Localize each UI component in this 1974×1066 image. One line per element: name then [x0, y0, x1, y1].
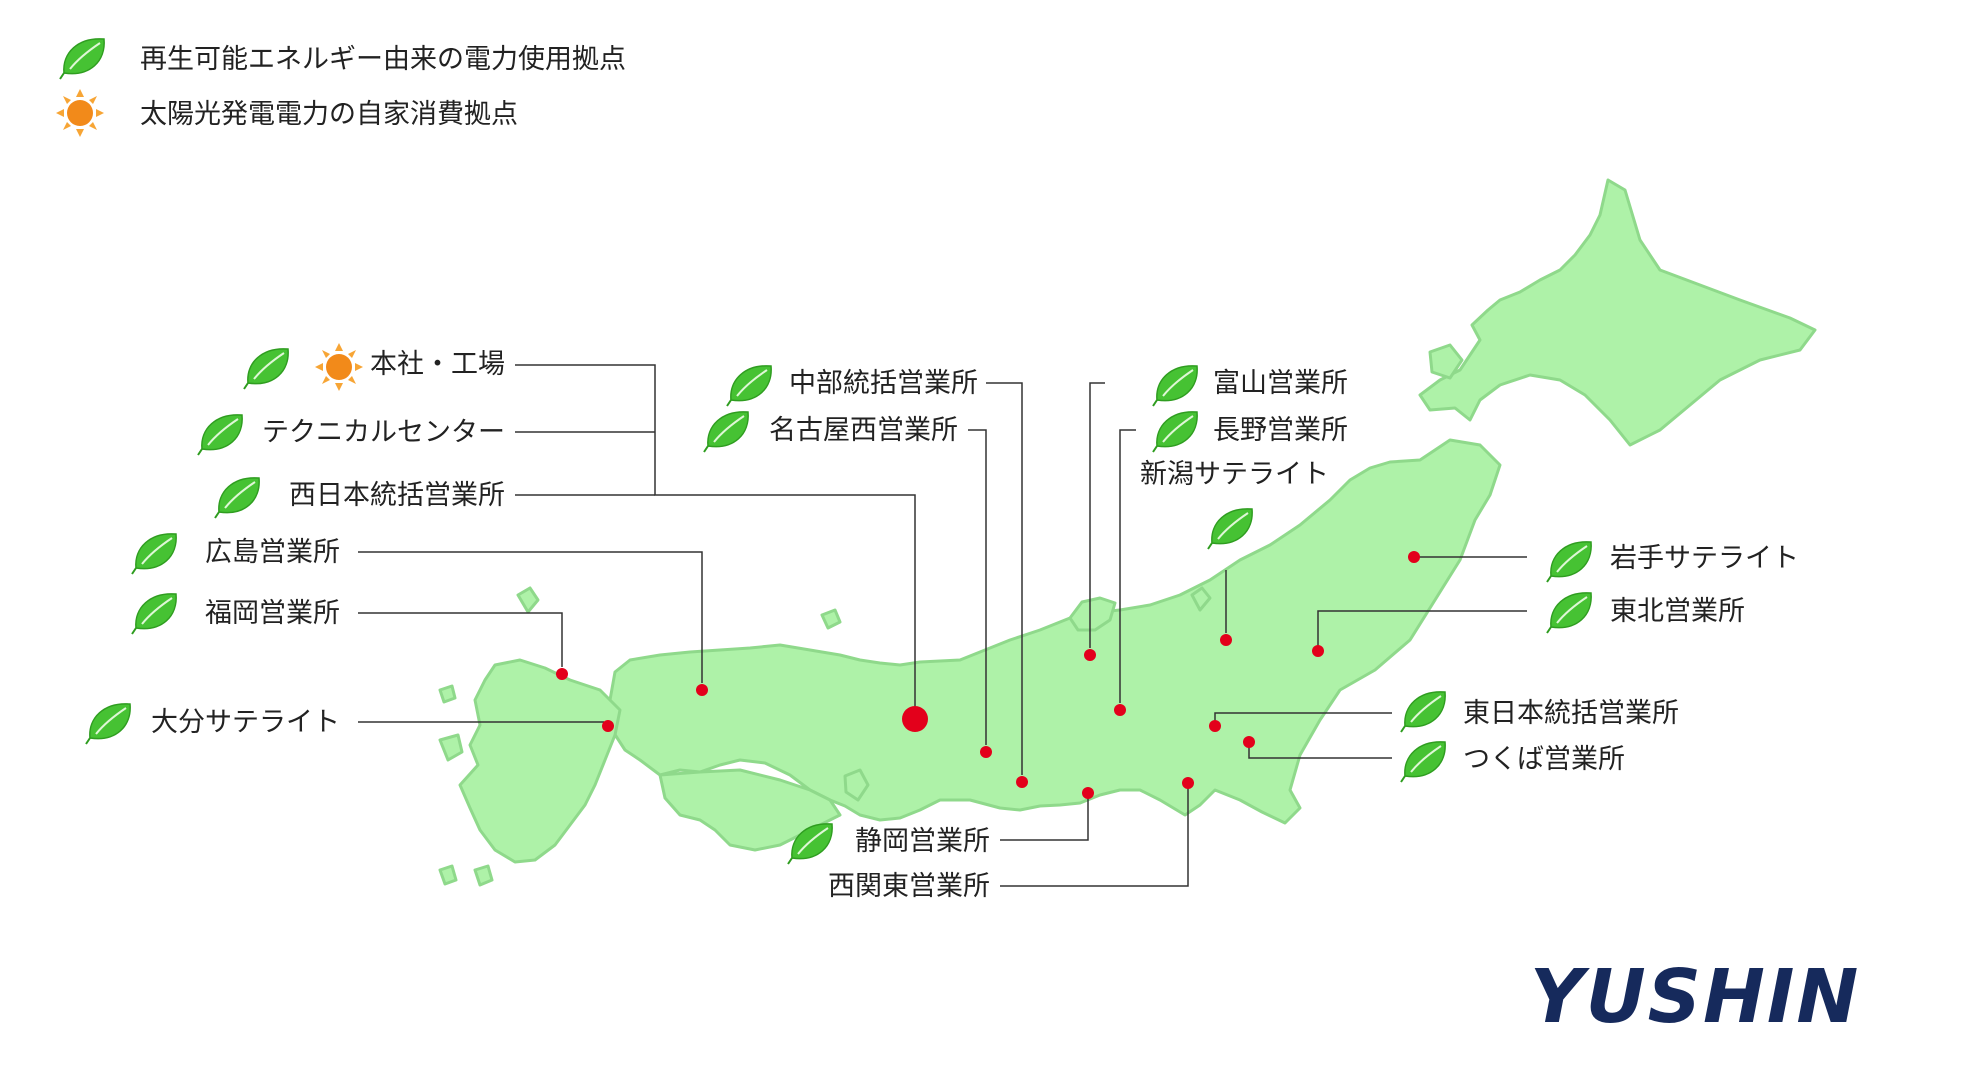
- tsushima-island: [516, 586, 540, 614]
- dot-shizuoka: [1082, 787, 1094, 799]
- dot-tohoku: [1312, 645, 1324, 657]
- dot-higashinihon: [1209, 720, 1221, 732]
- leader-lines: [358, 364, 1527, 887]
- dot-niigata: [1220, 634, 1232, 646]
- label-technical: テクニカルセンター: [262, 417, 505, 448]
- sado-island: [1190, 586, 1212, 612]
- label-honsha: 本社・工場: [370, 349, 505, 380]
- label-toyama: 富山営業所: [1213, 368, 1348, 399]
- sun-icon: [56, 89, 104, 137]
- label-nishinihon: 西日本統括営業所: [289, 480, 505, 511]
- label-chubu: 中部統括営業所: [789, 368, 978, 399]
- label-tohoku: 東北営業所: [1610, 596, 1745, 627]
- dot-hiroshima: [696, 684, 708, 696]
- oki-island: [820, 608, 842, 630]
- dot-honsha: [902, 706, 928, 732]
- land: [438, 178, 1817, 887]
- hokkaido: [1418, 178, 1817, 447]
- dot-nagoya-nishi: [980, 746, 992, 758]
- leaf-icon: [1207, 507, 1254, 550]
- leaf-icon: [1546, 540, 1593, 583]
- dot-nishikanto: [1182, 777, 1194, 789]
- legend-solar-label: 太陽光発電電力の自家消費拠点: [140, 99, 518, 130]
- site-dots: [556, 551, 1420, 799]
- label-tsukuba: つくば営業所: [1463, 744, 1625, 775]
- dot-oita: [602, 720, 614, 732]
- label-nishikanto: 西関東営業所: [828, 871, 990, 902]
- koshikijima: [438, 864, 458, 886]
- site-labels: 本社・工場 テクニカルセンター 西日本統括営業所 広島営業所 福岡営業所 大分サ…: [151, 349, 1799, 902]
- iki-island: [438, 684, 457, 704]
- dot-toyama: [1084, 649, 1096, 661]
- leaf-icon: [1152, 410, 1199, 453]
- yakushima: [473, 864, 494, 887]
- label-nagoya-nishi: 名古屋西営業所: [769, 415, 958, 446]
- sun-icon: [315, 343, 363, 391]
- label-shizuoka: 静岡営業所: [855, 826, 990, 857]
- leaf-icon: [243, 347, 290, 390]
- leaf-icon: [1400, 740, 1447, 783]
- dot-tsukuba: [1243, 736, 1255, 748]
- dot-chubu: [1016, 776, 1028, 788]
- label-nagano: 長野営業所: [1213, 415, 1348, 446]
- leaf-icon: [197, 413, 244, 456]
- leaf-icon: [59, 37, 106, 80]
- legend-renewable-label: 再生可能エネルギー由来の電力使用拠点: [140, 44, 626, 75]
- label-hiroshima: 広島営業所: [205, 537, 340, 568]
- leaf-icon: [726, 364, 773, 407]
- hokkaido-oshima: [1428, 343, 1464, 380]
- label-higashinihon: 東日本統括営業所: [1463, 698, 1679, 729]
- label-oita: 大分サテライト: [151, 707, 340, 738]
- leaf-icon: [1152, 364, 1199, 407]
- leaf-icon: [703, 410, 750, 453]
- dot-fukuoka: [556, 668, 568, 680]
- kyushu: [458, 658, 622, 864]
- leaf-icon: [85, 702, 132, 745]
- leaf-icon: [214, 476, 261, 519]
- dot-nagano: [1114, 704, 1126, 716]
- noto-peninsula: [1068, 596, 1117, 632]
- label-niigata: 新潟サテライト: [1140, 459, 1329, 490]
- dot-iwate: [1408, 551, 1420, 563]
- yushin-logo: YUSHIN: [1530, 954, 1860, 1040]
- leaf-icon: [1400, 690, 1447, 733]
- leaf-icon: [1546, 591, 1593, 634]
- label-fukuoka: 福岡営業所: [205, 598, 340, 629]
- goto-island: [438, 733, 464, 762]
- leaf-icon: [131, 592, 178, 635]
- honshu: [608, 438, 1502, 825]
- awaji-island: [843, 768, 870, 802]
- label-iwate: 岩手サテライト: [1610, 543, 1799, 574]
- leaf-icon: [131, 532, 178, 575]
